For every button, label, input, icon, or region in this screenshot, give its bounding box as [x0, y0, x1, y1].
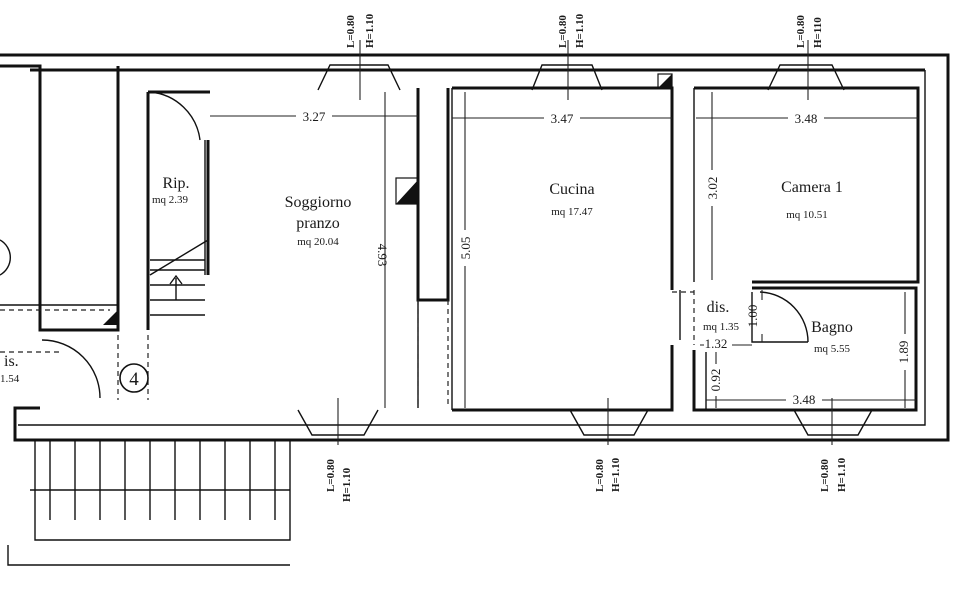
room-left-partial-name: is. [4, 353, 19, 370]
room-left-partial-area: 1.54 [0, 373, 20, 385]
room-dis-area: mq 1.35 [703, 321, 740, 333]
win-top-2-l: L=0.80 [557, 15, 569, 48]
dim-bagno-height: 1.89 [896, 341, 911, 364]
outer-walls [0, 53, 950, 442]
room-bagno-area: mq 5.55 [814, 343, 851, 355]
stair-number: 4 [129, 369, 139, 390]
room-dis-name: dis. [707, 299, 730, 316]
stair-number-marker: 4 [119, 363, 149, 393]
room-bagno-name: Bagno [811, 319, 853, 336]
win-bottom-2-h: H=1.10 [610, 457, 622, 492]
win-bottom-3-h: H=1.10 [836, 457, 848, 492]
room-rip-name: Rip. [162, 175, 189, 192]
room-cucina-area: mq 17.47 [551, 206, 593, 218]
dim-bagno-small: 0.92 [708, 369, 723, 392]
dim-dis-width: 1.32 [705, 336, 728, 351]
shaft-markers [103, 73, 673, 325]
room-soggiorno-area: mq 20.04 [297, 236, 339, 248]
win-top-3-l: L=0.80 [795, 15, 807, 48]
dim-camera1-height: 3.02 [705, 177, 720, 200]
dim-bagno-width: 3.48 [793, 392, 816, 407]
room-soggiorno-name-2: pranzo [296, 215, 340, 232]
window-labels: L=0.80 H=1.10 L=0.80 H=1.10 L=0.80 H=110… [325, 13, 848, 502]
win-top-2-h: H=1.10 [574, 13, 586, 48]
dim-cucina-width: 3.47 [551, 111, 574, 126]
dimension-labels: 3.27 3.47 3.48 4.93 5.05 3.02 1.32 1.00 … [296, 108, 912, 408]
interior-walls [146, 86, 920, 412]
top-windows [317, 64, 845, 91]
stairs-outer [7, 440, 291, 566]
win-bottom-1-h: H=1.10 [341, 467, 353, 502]
win-bottom-1-l: L=0.80 [325, 459, 337, 492]
partial-round-shape [0, 239, 12, 276]
dim-soggiorno-width: 3.27 [303, 109, 326, 124]
room-camera1-area: mq 10.51 [786, 209, 828, 221]
room-soggiorno-name-1: Soggiorno [285, 194, 352, 211]
room-cucina-name: Cucina [549, 181, 594, 198]
room-rip-area: mq 2.39 [152, 194, 189, 206]
room-labels: Rip. mq 2.39 Soggiorno pranzo mq 20.04 C… [0, 175, 853, 385]
dim-soggiorno-height: 4.93 [375, 244, 390, 267]
bottom-windows [297, 409, 873, 436]
win-top-1-l: L=0.80 [345, 15, 357, 48]
win-bottom-2-l: L=0.80 [594, 459, 606, 492]
win-top-3-h: H=110 [812, 17, 824, 48]
room-camera1-name: Camera 1 [781, 179, 843, 196]
dashed-lines [0, 290, 695, 408]
door-swings [41, 91, 809, 399]
win-bottom-3-l: L=0.80 [819, 459, 831, 492]
dim-dis-height: 1.00 [745, 305, 760, 328]
dim-cucina-height: 5.05 [458, 237, 473, 260]
dim-camera1-width: 3.48 [795, 111, 818, 126]
win-top-1-h: H=1.10 [364, 13, 376, 48]
stairs-inner [150, 259, 205, 316]
